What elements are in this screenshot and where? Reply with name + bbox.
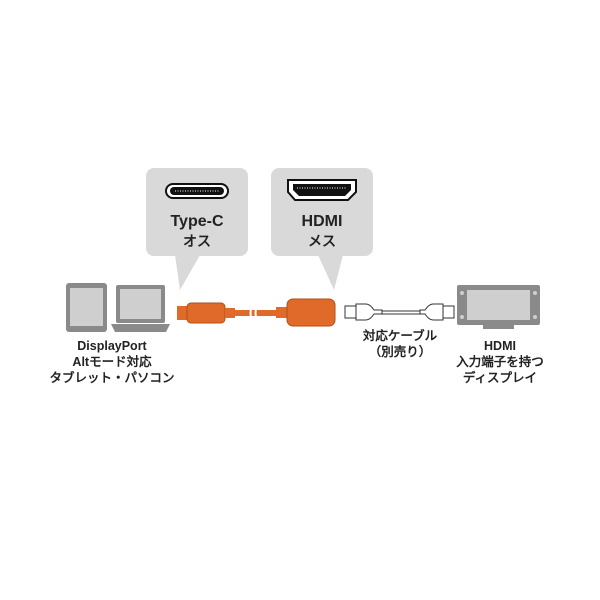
display-line-3: ディスプレイ: [462, 371, 538, 385]
cable-line-2: （別売り）: [368, 345, 432, 359]
hdmi-callout: HDMI メス: [271, 168, 373, 256]
source-device-label: DisplayPort Altモード対応 タブレット・パソコン: [49, 338, 174, 386]
orange-adapter-cable: [177, 298, 336, 327]
tablet-icon: [66, 283, 107, 332]
typec-title: Type-C: [170, 213, 224, 230]
source-line-2: Altモード対応: [72, 355, 152, 369]
monitor-icon: [457, 285, 540, 329]
display-label: HDMI 入力端子を持つ ディスプレイ: [456, 338, 544, 386]
typec-subtitle: オス: [183, 233, 211, 249]
cable-line-1: 対応ケーブル: [362, 329, 438, 343]
hdmi-title: HDMI: [301, 213, 343, 230]
laptop-icon: [111, 285, 170, 332]
hdmi-subtitle: メス: [308, 233, 336, 249]
display-line-2: 入力端子を持つ: [456, 355, 544, 369]
cable-label: 対応ケーブル （別売り）: [363, 328, 437, 360]
usb-c-port-icon: [165, 183, 229, 199]
bubble-tail-typec: [175, 255, 200, 290]
white-hdmi-cable: [344, 303, 455, 321]
bubble-tail-hdmi: [318, 255, 343, 290]
typec-callout: Type-C オス: [146, 168, 248, 256]
source-line-3: タブレット・パソコン: [49, 371, 175, 385]
source-line-1: DisplayPort: [77, 339, 147, 353]
display-line-1: HDMI: [484, 339, 516, 353]
hdmi-port-icon: [287, 179, 357, 201]
